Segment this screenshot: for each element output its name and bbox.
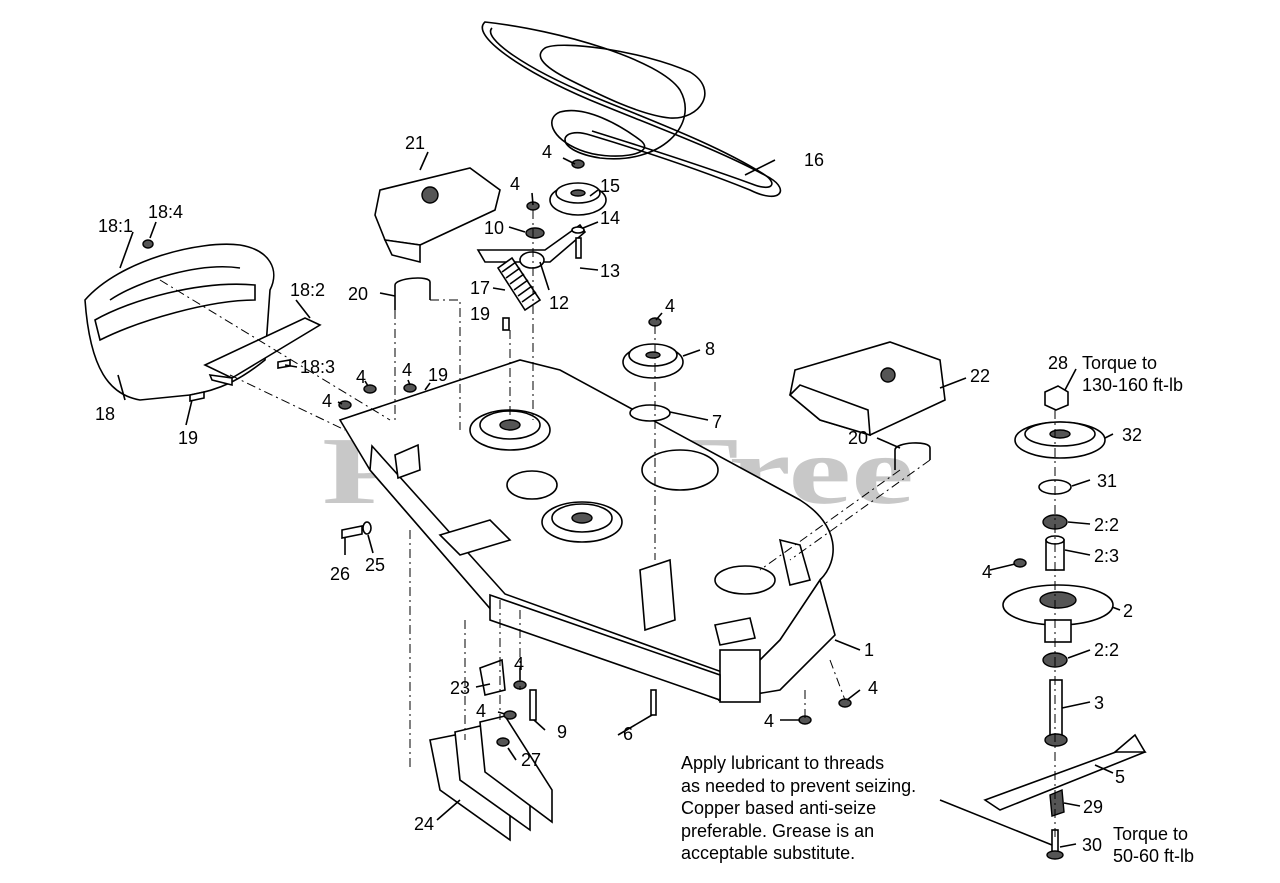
callout-4-spindle: 4 <box>982 562 992 582</box>
callout-1: 1 <box>864 640 874 660</box>
note-line-4: preferable. Grease is an <box>681 820 875 841</box>
callout-19-right: 19 <box>428 365 448 385</box>
idler-spring <box>496 256 542 312</box>
callout-30: 30 <box>1082 835 1102 855</box>
callout-24: 24 <box>414 814 434 834</box>
torque-28-line2: 130-160 ft-lb <box>1082 375 1183 395</box>
mower-blade <box>983 733 1147 811</box>
callout-4-pulley: 4 <box>665 296 675 316</box>
spindle-housing <box>1002 584 1114 643</box>
callout-16: 16 <box>804 150 824 170</box>
callout-18-4: 18:4 <box>148 202 183 222</box>
spindle-nut <box>1044 385 1069 411</box>
callout-4-left3: 4 <box>322 391 332 411</box>
assembly-center-lines <box>159 210 1056 840</box>
idler-pulley-top <box>549 182 607 216</box>
callout-18-1: 18:1 <box>98 216 133 236</box>
callout-4-deck-right: 4 <box>868 678 878 698</box>
callout-4-left2: 4 <box>402 360 412 380</box>
bushing <box>525 227 545 239</box>
pulley-spacer <box>629 404 671 422</box>
torque-callouts: 28 Torque to 130-160 ft-lb 30 Torque to … <box>1048 353 1194 866</box>
callout-4-deck-bottom: 4 <box>764 711 774 731</box>
note-line-3: Copper based anti-seize <box>681 798 877 818</box>
callout-leaders <box>117 151 1121 848</box>
callout-20-left: 20 <box>348 284 368 304</box>
spindle-shaft <box>1044 679 1068 747</box>
torque-30-line1: Torque to <box>1113 824 1188 844</box>
callout-2-3: 2:3 <box>1094 546 1119 566</box>
callout-2-2-bottom: 2:2 <box>1094 640 1119 660</box>
callout-5: 5 <box>1115 767 1125 787</box>
callout-3: 3 <box>1094 693 1104 713</box>
belt-cover-right <box>788 341 946 437</box>
callout-2: 2 <box>1123 601 1133 621</box>
torque-30-line2: 50-60 ft-lb <box>1113 846 1194 866</box>
drive-belt <box>481 21 782 198</box>
spindle-pulley <box>1014 421 1106 459</box>
callout-labels: 18:1 18:4 18:2 18:3 18 19 21 4 4 15 10 1… <box>95 133 1142 834</box>
idler-arm <box>476 223 587 269</box>
torque-28-line1: Torque to <box>1082 353 1157 373</box>
flat-washer <box>571 226 585 234</box>
deck-baffle-plates <box>429 715 553 842</box>
callout-14: 14 <box>600 208 620 228</box>
callout-25: 25 <box>365 555 385 575</box>
callout-9: 9 <box>557 722 567 742</box>
callout-32: 32 <box>1122 425 1142 445</box>
callout-19-center: 19 <box>470 304 490 324</box>
callout-26: 26 <box>330 564 350 584</box>
note-line-1: Apply lubricant to threads <box>681 753 885 773</box>
callout-6: 6 <box>623 724 633 744</box>
callout-12: 12 <box>549 293 569 313</box>
belt-cover-top <box>374 167 501 264</box>
callout-19-left: 19 <box>178 428 198 448</box>
cover-bracket <box>203 317 322 387</box>
callout-23: 23 <box>450 678 470 698</box>
callout-21: 21 <box>405 133 425 153</box>
callout-4-top: 4 <box>542 142 552 162</box>
callout-20-right: 20 <box>848 428 868 448</box>
callout-8: 8 <box>705 339 715 359</box>
callout-27: 27 <box>521 750 541 770</box>
callout-4-chute: 4 <box>514 654 524 674</box>
deck-spindle-pulley-left <box>469 409 551 451</box>
hardware-bolts <box>189 237 931 721</box>
note-line-2: as needed to prevent seizing. <box>681 775 917 796</box>
callout-28: 28 <box>1048 353 1068 373</box>
callout-31: 31 <box>1097 471 1117 491</box>
callout-18-2: 18:2 <box>290 280 325 300</box>
callout-2-2-top: 2:2 <box>1094 515 1119 535</box>
callout-17: 17 <box>470 278 490 298</box>
hex-nuts <box>338 159 1027 747</box>
belt-cover-left <box>84 239 275 401</box>
callout-13: 13 <box>600 261 620 281</box>
callout-18-3: 18:3 <box>300 357 335 377</box>
callout-10: 10 <box>484 218 504 238</box>
chute-bracket <box>479 658 506 696</box>
note-line-5: acceptable substitute. <box>681 843 856 863</box>
lubrication-note: Apply lubricant to threads as needed to … <box>681 752 981 865</box>
callout-4-left1: 4 <box>356 367 366 387</box>
callout-22: 22 <box>970 366 990 386</box>
deck-spindle-pulley-center <box>541 501 623 543</box>
callout-4-second: 4 <box>510 174 520 194</box>
callout-15: 15 <box>600 176 620 196</box>
callout-29: 29 <box>1083 797 1103 817</box>
callout-7: 7 <box>712 412 722 432</box>
callout-18: 18 <box>95 404 115 424</box>
blade-spacer <box>1049 788 1065 817</box>
callout-4-bracket: 4 <box>476 701 486 721</box>
idler-pulley-deck <box>622 343 684 379</box>
